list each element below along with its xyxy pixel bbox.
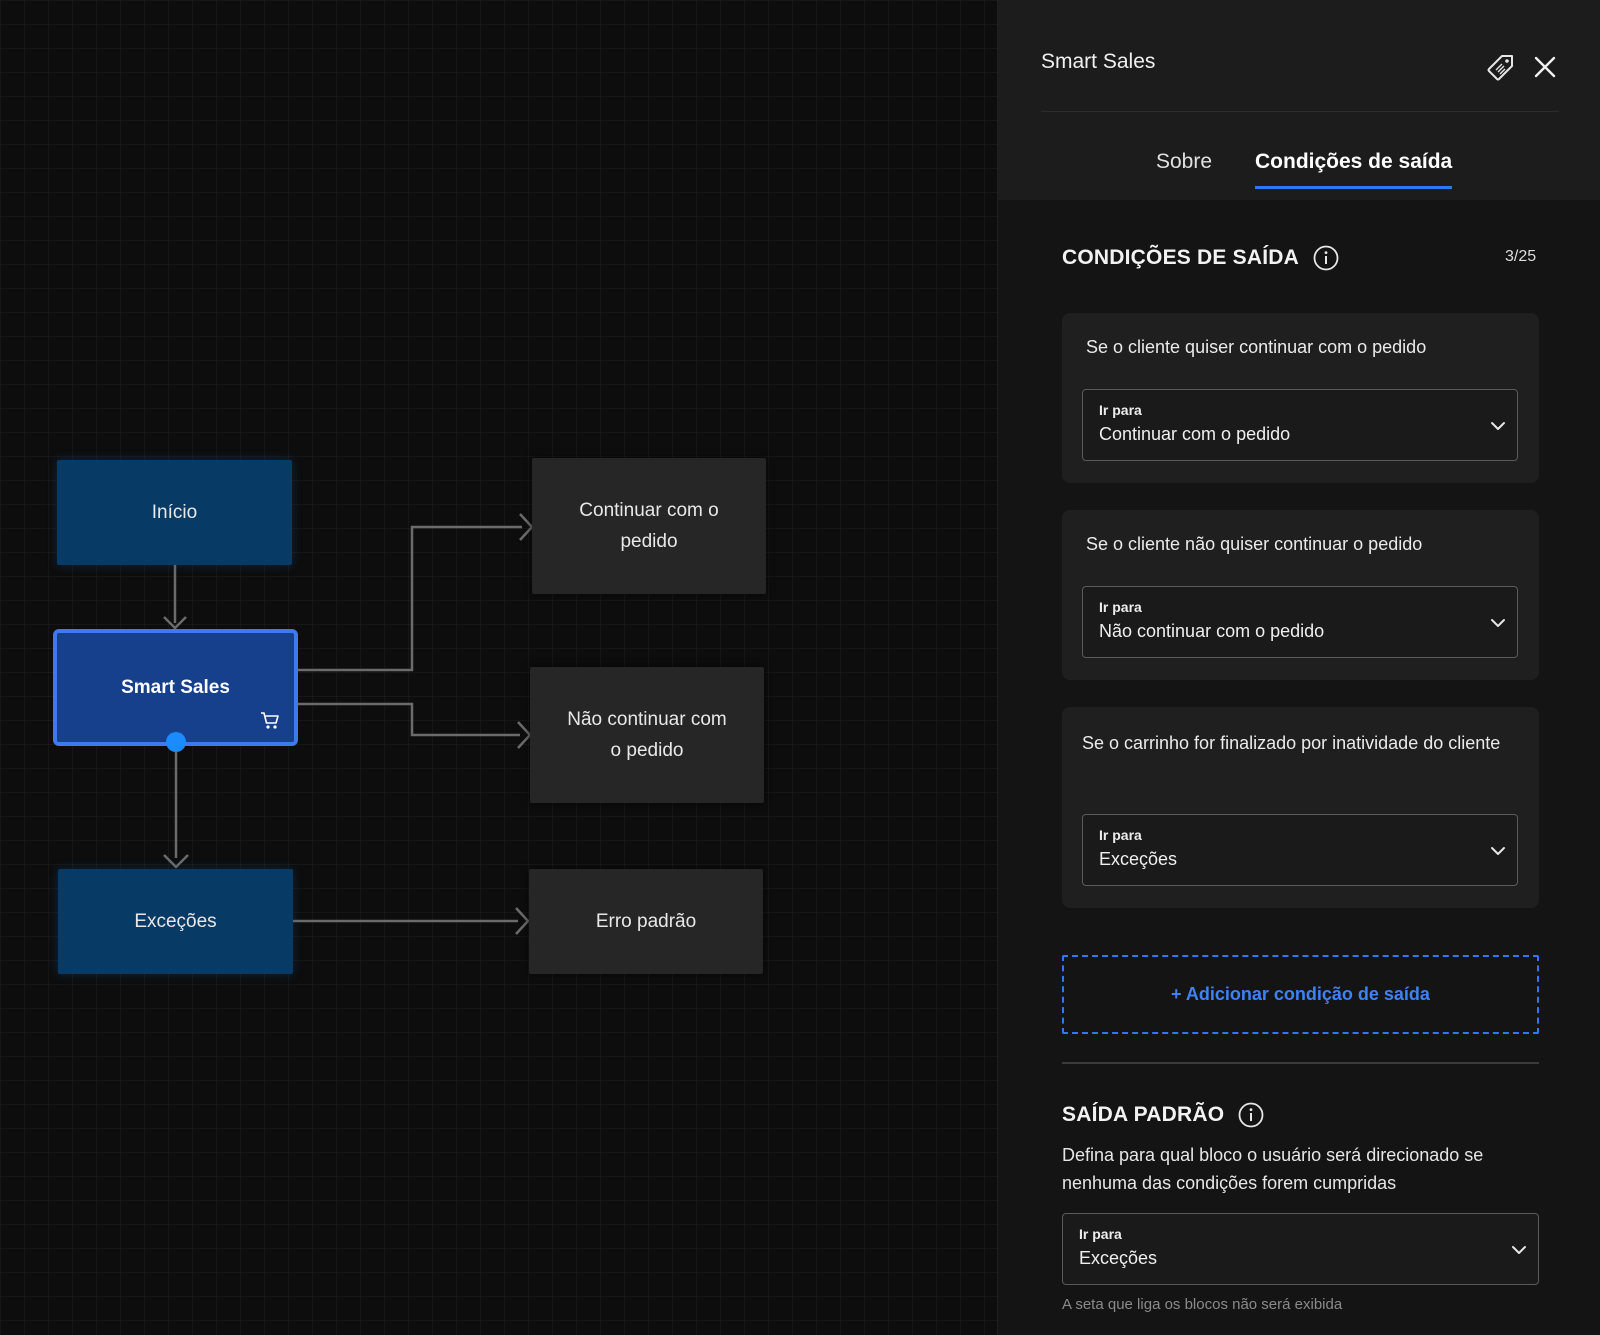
condition-label: Se o cliente quiser continuar com o pedi… bbox=[1086, 337, 1427, 357]
node-label: Smart Sales bbox=[121, 677, 230, 698]
conditions-count: 3/25 bbox=[1505, 248, 1537, 265]
default-exit-select[interactable]: Ir para Exceções bbox=[1062, 1213, 1539, 1285]
condition-label: Se o cliente não quiser continuar o pedi… bbox=[1086, 534, 1423, 554]
conditions-section-title: CONDIÇÕES DE SAÍDA bbox=[1062, 245, 1339, 271]
condition-label: Se o carrinho for finalizado por inativi… bbox=[1082, 733, 1501, 753]
select-value: Continuar com o pedido bbox=[1099, 424, 1291, 444]
default-exit-hint: A seta que liga os blocos não será exibi… bbox=[1062, 1296, 1343, 1313]
chevron-down-icon bbox=[1491, 619, 1505, 627]
node-smart-sales[interactable]: Smart Sales bbox=[53, 629, 298, 746]
tab-condicoes-de-saida[interactable]: Condições de saída bbox=[1255, 150, 1453, 189]
header-divider bbox=[1041, 111, 1559, 112]
info-icon[interactable] bbox=[1313, 245, 1339, 271]
arrowhead-smart-sales bbox=[163, 616, 187, 630]
tag-icon[interactable] bbox=[1486, 53, 1516, 83]
node-label: Erro padrão bbox=[595, 911, 697, 932]
chevron-down-icon bbox=[1512, 1246, 1526, 1254]
node-nao-continuar-pedido[interactable]: Não continuar com o pedido bbox=[530, 667, 764, 803]
close-icon[interactable] bbox=[1533, 55, 1557, 79]
node-excecoes[interactable]: Exceções bbox=[58, 869, 293, 974]
arrowhead-excecoes bbox=[163, 854, 189, 869]
edge-smart-sales-nao-continuar bbox=[297, 702, 520, 737]
properties-panel: Smart Sales Sobre Condições de saída CON… bbox=[997, 0, 1600, 1335]
condition-card: Se o cliente não quiser continuar o pedi… bbox=[1062, 510, 1539, 680]
default-exit-description: Defina para qual bloco o usuário será di… bbox=[1062, 1145, 1484, 1193]
node-label: Exceções bbox=[134, 911, 217, 932]
info-icon[interactable] bbox=[1238, 1102, 1264, 1128]
section-divider bbox=[1062, 1062, 1539, 1064]
add-exit-condition-button[interactable]: + Adicionar condição de saída bbox=[1062, 955, 1539, 1034]
chevron-down-icon bbox=[1491, 847, 1505, 855]
condition-card: Se o carrinho for finalizado por inativi… bbox=[1062, 707, 1539, 908]
flow-canvas[interactable]: Início Smart Sales Exceções Continuar co… bbox=[0, 0, 997, 1335]
node-label: Continuar com o pedido bbox=[579, 500, 719, 552]
edge-smart-sales-continuar bbox=[297, 525, 522, 672]
chevron-down-icon bbox=[1491, 422, 1505, 430]
select-value: Exceções bbox=[1079, 1248, 1158, 1268]
panel-header: Smart Sales Sobre Condições de saída bbox=[998, 0, 1600, 200]
condition-target-select[interactable]: Ir para Continuar com o pedido bbox=[1082, 389, 1518, 461]
select-value: Exceções bbox=[1099, 849, 1178, 869]
condition-target-select[interactable]: Ir para Exceções bbox=[1082, 814, 1518, 886]
node-erro-padrao[interactable]: Erro padrão bbox=[529, 869, 763, 974]
node-continuar-pedido[interactable]: Continuar com o pedido bbox=[532, 458, 766, 594]
section-title-text: SAÍDA PADRÃO bbox=[1062, 1103, 1225, 1126]
tab-sobre[interactable]: Sobre bbox=[1156, 150, 1213, 173]
shopping-cart-icon bbox=[261, 712, 279, 729]
condition-target-select[interactable]: Ir para Não continuar com o pedido bbox=[1082, 586, 1518, 658]
panel-title: Smart Sales bbox=[1041, 50, 1156, 73]
node-inicio[interactable]: Início bbox=[57, 460, 292, 565]
select-caption: Ir para bbox=[1099, 599, 1142, 615]
select-caption: Ir para bbox=[1099, 827, 1142, 843]
node-label: Não continuar com o pedido bbox=[567, 709, 727, 761]
default-exit-section-title: SAÍDA PADRÃO bbox=[1062, 1102, 1264, 1128]
section-title-text: CONDIÇÕES DE SAÍDA bbox=[1062, 246, 1299, 269]
select-caption: Ir para bbox=[1099, 402, 1142, 418]
node-label: Início bbox=[151, 502, 198, 523]
select-value: Não continuar com o pedido bbox=[1099, 621, 1325, 641]
arrowhead-erro bbox=[515, 907, 530, 935]
condition-card: Se o cliente quiser continuar com o pedi… bbox=[1062, 313, 1539, 483]
select-caption: Ir para bbox=[1079, 1226, 1122, 1242]
connection-handle[interactable] bbox=[166, 732, 186, 752]
